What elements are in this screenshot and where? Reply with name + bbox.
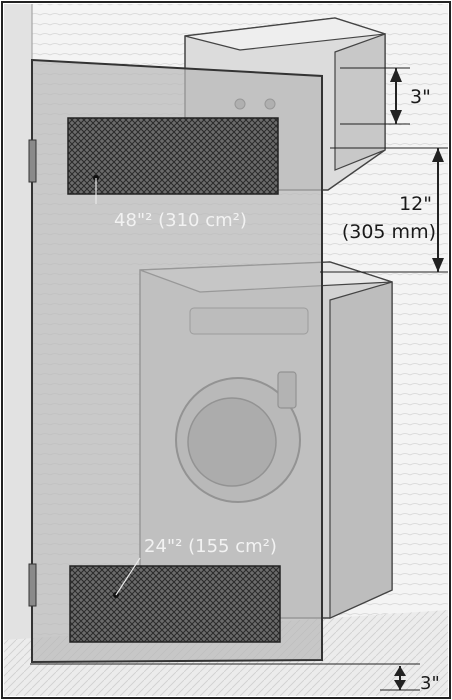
top-gap-label: 3" [410,86,431,108]
upper-vent-area-label: 48"² (310 cm²) [114,210,247,231]
bottom-gap-label: 3" [420,673,440,694]
cabinet-clearance-dimension [320,147,448,273]
hinge-lower [28,563,37,607]
cabinet-clearance-label: 12" [399,193,432,215]
cabinet-clearance-metric-label: (305 mm) [342,221,436,243]
closet-door [28,58,323,664]
lower-vent [69,565,281,643]
hinge-upper [28,139,37,183]
wall-left [4,4,32,644]
lower-vent-area-label: 24"² (155 cm²) [144,536,277,557]
upper-vent [67,117,279,195]
bottom-gap-dimension [30,663,420,691]
top-gap-dimension [340,67,410,125]
